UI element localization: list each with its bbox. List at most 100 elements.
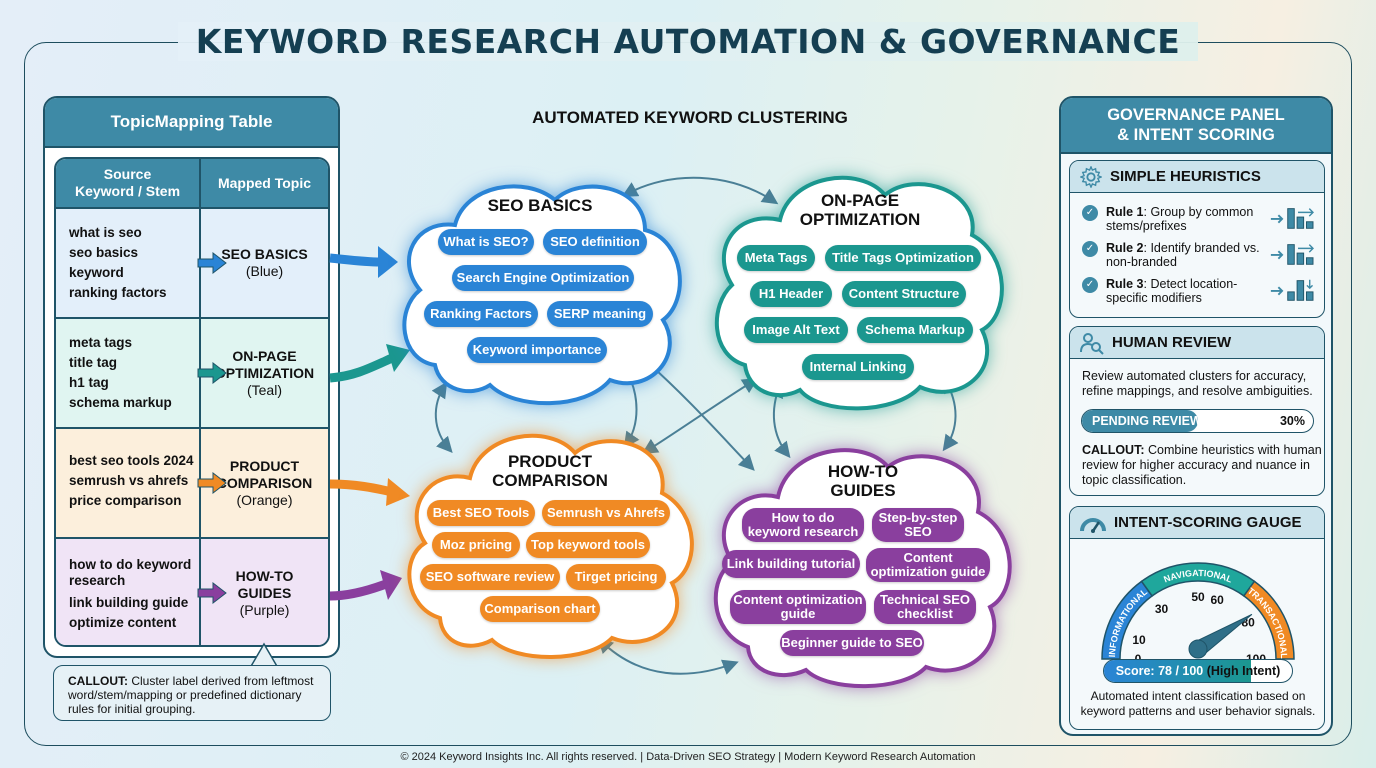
gauge-header: INTENT-SCORING GAUGE (1070, 507, 1324, 539)
gauge-note: Automated intent classification based on… (1080, 689, 1316, 718)
keyword-chip[interactable]: Technical SEO checklist (874, 590, 976, 624)
rule-item: ✓ Rule 2: Identify branded vs. non-brand… (1082, 241, 1318, 269)
check-icon: ✓ (1082, 277, 1098, 293)
page-title-text: KEYWORD RESEARCH AUTOMATION & GOVERNANCE (177, 22, 1199, 61)
bar-chart-arrow-icon (1271, 244, 1315, 265)
cluster-title: SEO BASICS (487, 196, 593, 215)
keyword-chip[interactable]: Image Alt Text (744, 317, 848, 343)
keyword-chip[interactable]: Title Tags Optimization (825, 245, 981, 271)
check-icon: ✓ (1082, 241, 1098, 257)
arrow-right-icon (197, 252, 227, 274)
flow-arrow-purple-head (380, 570, 402, 600)
arrow-right-icon (197, 472, 227, 494)
gauge-tick-label: 60 (1210, 593, 1224, 607)
governance-title: GOVERNANCE PANEL& INTENT SCORING (1061, 98, 1331, 154)
keyword-chip[interactable]: How to do keyword research (742, 508, 864, 542)
keyword-chip[interactable]: H1 Header (750, 281, 832, 307)
flow-arrow-teal-head (386, 344, 410, 372)
flow-arrow-orange (329, 479, 394, 497)
callout-pointer (250, 642, 279, 669)
keyword-chip[interactable]: Beginner guide to SEO (780, 630, 924, 656)
mapping-callout: CALLOUT: Cluster label derived from left… (53, 665, 331, 721)
keyword-chip[interactable]: Best SEO Tools (427, 500, 535, 526)
keyword-chip[interactable]: Top keyword tools (526, 532, 650, 558)
topic-mapping-title: TopicMapping Table (45, 98, 338, 148)
keyword-chip[interactable]: Tirget pricing (566, 564, 666, 590)
keyword-chip[interactable]: Search Engine Optimization (452, 265, 634, 291)
keyword-chip[interactable]: SEO software review (420, 564, 560, 590)
arrow-right-icon (197, 582, 227, 604)
human-review-callout: CALLOUT: Combine heuristics with human r… (1082, 443, 1322, 487)
cluster-seo-basics[interactable]: SEO BASICS What is SEO? SEO definition S… (395, 170, 685, 410)
keyword-chip[interactable]: What is SEO? (438, 229, 534, 255)
flow-arrow-purple (329, 579, 388, 601)
keyword-chip[interactable]: Content Structure (842, 281, 966, 307)
keyword-chip[interactable]: Meta Tags (737, 245, 815, 271)
bar-chart-arrow-icon (1271, 208, 1315, 229)
keyword-chip[interactable]: Content optimization guide (866, 548, 990, 582)
progress-label: PENDING REVIEW (1092, 414, 1202, 428)
keyword-chip[interactable]: Content optimization guide (730, 590, 866, 624)
rule-item: ✓ Rule 1: Group by common stems/prefixes (1082, 205, 1318, 233)
human-review-card: HUMAN REVIEW Review automated clusters f… (1069, 326, 1325, 496)
bar-chart-down-icon (1271, 279, 1314, 301)
connector (621, 176, 779, 205)
speedometer-icon (1080, 517, 1106, 533)
progress-value: 30% (1279, 414, 1305, 428)
keyword-chip[interactable]: Semrush vs Ahrefs (542, 500, 670, 526)
flow-arrow-blue-head (378, 246, 398, 278)
keyword-chip[interactable]: SERP meaning (547, 301, 653, 327)
keyword-chip[interactable]: Schema Markup (857, 317, 973, 343)
intent-gauge: INFORMATIONALNAVIGATIONALTRANSACTIONAL01… (1101, 562, 1295, 665)
pending-review-progress: PENDING REVIEW 30% (1081, 409, 1314, 433)
gauge-tick-label: 0 (1135, 652, 1142, 665)
check-icon: ✓ (1082, 205, 1098, 221)
keyword-chip[interactable]: Moz pricing (432, 532, 520, 558)
score-fill (1104, 660, 1251, 682)
heuristics-header: SIMPLE HEURISTICS (1070, 161, 1324, 193)
keyword-chip[interactable]: Internal Linking (802, 354, 914, 380)
keyword-chip[interactable]: Link building tutorial (722, 550, 860, 578)
keyword-chip[interactable]: Ranking Factors (424, 301, 538, 327)
keyword-chip[interactable]: Keyword importance (467, 337, 607, 363)
flow-arrow-orange-head (386, 478, 410, 506)
rule-item: ✓ Rule 3: Detect location-specific modif… (1082, 277, 1318, 305)
connector (431, 381, 453, 453)
gauge-segment-transactional (1242, 580, 1295, 660)
connector (641, 377, 759, 455)
simple-heuristics-card: SIMPLE HEURISTICS ✓ Rule 1: Group by com… (1069, 160, 1325, 318)
flow-arrow-blue (329, 253, 381, 267)
connector (597, 637, 739, 675)
page-title: KEYWORD RESEARCH AUTOMATION & GOVERNANCE (0, 22, 1376, 61)
keyword-chip[interactable]: Comparison chart (480, 596, 600, 622)
clustering-title: AUTOMATED KEYWORD CLUSTERING (532, 108, 848, 127)
score-bar: Score: 78 / 100 (High Intent) (1103, 659, 1293, 683)
human-review-header: HUMAN REVIEW (1070, 327, 1324, 359)
mapped-topic: SEO BASICS(Blue) (221, 246, 308, 279)
human-review-description: Review automated clusters for accuracy, … (1082, 369, 1313, 398)
gauge-tick-label: 30 (1155, 602, 1169, 616)
keyword-chip[interactable]: SEO definition (543, 229, 647, 255)
footer: © 2024 Keyword Insights Inc. All rights … (400, 751, 976, 763)
header-mapped-topic: Mapped Topic (217, 174, 312, 191)
keyword-chip[interactable]: Step-by-step SEO (872, 508, 964, 542)
